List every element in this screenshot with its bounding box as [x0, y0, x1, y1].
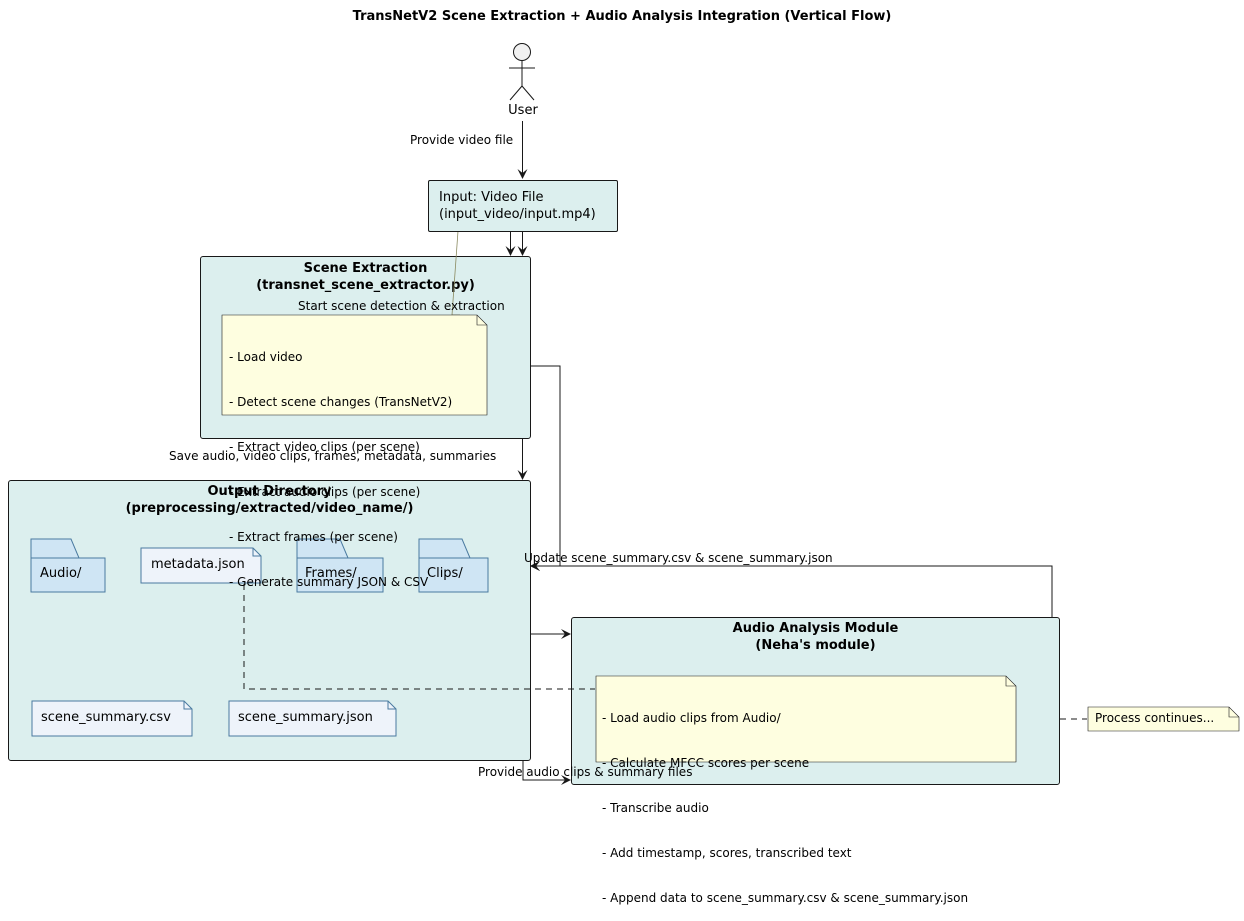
scene-extraction-note: - Load video - Detect scene changes (Tra…	[229, 320, 452, 605]
audio-note-line: - Append data to scene_summary.csv & sce…	[602, 891, 969, 905]
user-actor-icon	[509, 43, 535, 101]
scene-extraction-title: Scene Extraction (transnet_scene_extract…	[201, 260, 530, 294]
user-actor-label: User	[508, 103, 538, 118]
audio-analysis-title: Audio Analysis Module (Neha's module)	[572, 620, 1059, 654]
folder-clips-icon	[418, 538, 489, 593]
output-directory-subtitle-line: (preprocessing/extracted/video_name/)	[125, 501, 414, 516]
file-scene-summary-csv-icon	[31, 700, 193, 737]
edge-output-provide-audio	[522, 761, 571, 785]
scene-note-line: - Extract video clips (per scene)	[229, 440, 420, 454]
folder-audio-label[interactable]: Audio/	[40, 566, 82, 581]
audio-note-line: - Transcribe audio	[602, 801, 709, 815]
file-metadata-label[interactable]: metadata.json	[151, 557, 245, 572]
label-provide-audio: Provide audio clips & summary files	[478, 765, 693, 779]
file-scene-summary-csv-label[interactable]: scene_summary.csv	[41, 710, 171, 725]
metadata-to-audio-note-link	[243, 584, 595, 690]
scene-extraction-subtitle-line: (transnet_scene_extractor.py)	[256, 278, 475, 293]
scene-note-shape	[221, 314, 488, 416]
input-video-file-box[interactable]: Input: Video File (input_video/input.mp4…	[428, 180, 618, 232]
scene-note-line: - Generate summary JSON & CSV	[229, 575, 429, 589]
scene-note-line: - Load video	[229, 350, 303, 364]
audio-note-line: - Add timestamp, scores, transcribed tex…	[602, 846, 852, 860]
audio-analysis-title-line: Audio Analysis Module	[732, 621, 899, 636]
file-metadata-icon	[140, 547, 262, 584]
output-directory-title-line: Output Directory	[207, 484, 332, 499]
folder-clips-label[interactable]: Clips/	[427, 566, 463, 581]
edge-audio-update-summary	[530, 561, 1053, 617]
audio-note-line: - Load audio clips from Audio/	[602, 711, 781, 725]
edge-scene-to-output-elbow	[530, 365, 561, 571]
scene-note-line: - Detect scene changes (TransNetV2)	[229, 395, 453, 409]
diagram-title: TransNetV2 Scene Extraction + Audio Anal…	[352, 9, 892, 24]
audio-analysis-subtitle-line: (Neha's module)	[755, 638, 876, 653]
input-line-1: Input: Video File	[439, 190, 544, 205]
audio-note-shape	[595, 675, 1017, 763]
output-directory-title: Output Directory (preprocessing/extracte…	[9, 483, 530, 517]
side-note: Process continues...	[1095, 711, 1215, 725]
folder-frames-icon	[296, 538, 384, 593]
file-scene-summary-json-label[interactable]: scene_summary.json	[238, 710, 373, 725]
diagram-canvas	[30, 43, 1240, 785]
input-line-2: (input_video/input.mp4)	[439, 207, 596, 222]
folder-frames-label[interactable]: Frames/	[305, 566, 357, 581]
label-provide-video: Provide video file	[410, 133, 514, 147]
audio-analysis-note: - Load audio clips from Audio/ - Calcula…	[602, 681, 968, 921]
audio-note-line: - Calculate MFCC scores per scene	[602, 756, 810, 770]
label-update-summary: Update scene_summary.csv & scene_summary…	[524, 551, 833, 565]
side-note-shape	[1087, 706, 1240, 732]
file-scene-summary-json-icon	[228, 700, 397, 737]
label-save-outputs: Save audio, video clips, frames, metadat…	[169, 449, 497, 463]
scene-note-line: - Extract frames (per scene)	[229, 530, 398, 544]
label-start-detection: Start scene detection & extraction	[298, 299, 505, 313]
scene-extraction-title-line: Scene Extraction	[303, 261, 428, 276]
scene-note-line: - Extract audio clips (per scene)	[229, 485, 421, 499]
folder-audio-icon	[30, 538, 106, 593]
